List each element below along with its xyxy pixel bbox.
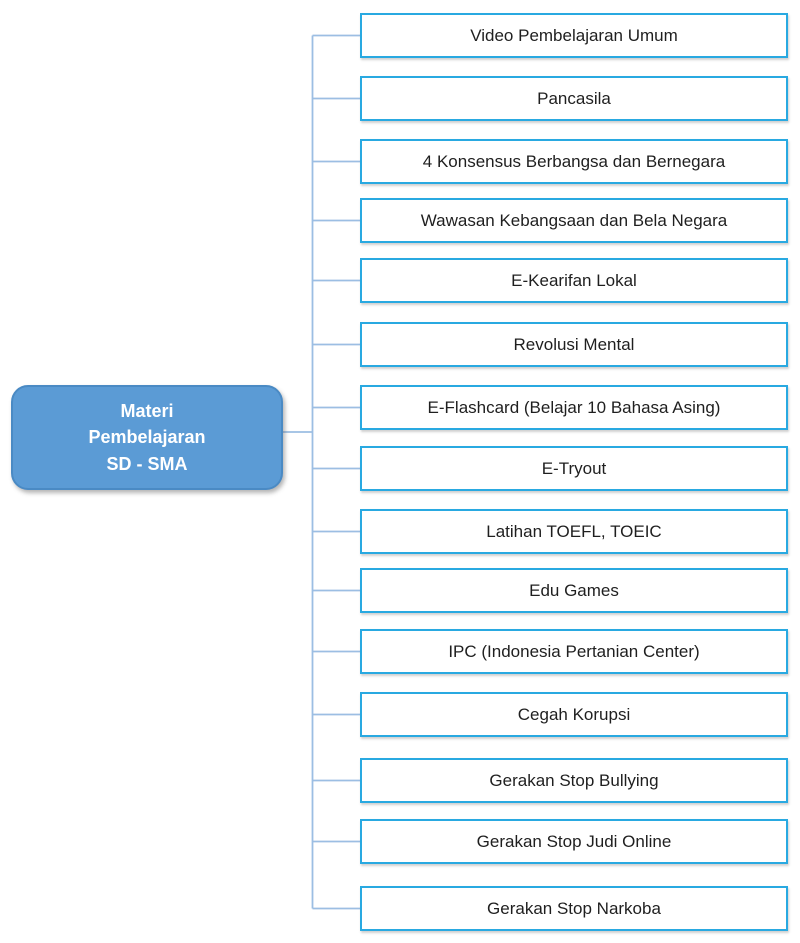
tree-node-label: Wawasan Kebangsaan dan Bela Negara [420, 210, 728, 230]
tree-node-label: Cegah Korupsi [517, 704, 631, 724]
tree-node: E-Tryout [360, 446, 788, 491]
tree-node: Latihan TOEFL, TOEIC [360, 509, 788, 554]
tree-node: Wawasan Kebangsaan dan Bela Negara [360, 198, 788, 243]
tree-node-label: 4 Konsensus Berbangsa dan Bernegara [422, 151, 726, 171]
tree-node-label: Gerakan Stop Narkoba [487, 898, 661, 918]
root-node: Materi Pembelajaran SD - SMA [11, 385, 283, 490]
tree-node-label: Pancasila [537, 88, 611, 108]
tree-node: E-Flashcard (Belajar 10 Bahasa Asing) [360, 385, 788, 430]
tree-node: Gerakan Stop Bullying [360, 758, 788, 803]
tree-node: Cegah Korupsi [360, 692, 788, 737]
tree-node-label: Latihan TOEFL, TOEIC [486, 521, 662, 541]
tree-node: Gerakan Stop Judi Online [360, 819, 788, 864]
tree-node: Video Pembelajaran Umum [360, 13, 788, 58]
tree-node-label: Gerakan Stop Bullying [489, 770, 659, 790]
tree-node-label: E-Tryout [541, 458, 607, 478]
tree-node-label: E-Kearifan Lokal [511, 270, 637, 290]
tree-node-label: Video Pembelajaran Umum [470, 25, 678, 45]
tree-node: Gerakan Stop Narkoba [360, 886, 788, 931]
root-node-label-line: SD - SMA [106, 453, 188, 474]
tree-node-label: IPC (Indonesia Pertanian Center) [448, 641, 700, 661]
tree-node: Pancasila [360, 76, 788, 121]
tree-node-label: Edu Games [529, 580, 619, 600]
tree-node-label: E-Flashcard (Belajar 10 Bahasa Asing) [427, 397, 721, 417]
root-node-label-line: Materi [120, 401, 174, 422]
tree-node-label: Gerakan Stop Judi Online [476, 831, 672, 851]
tree-node: IPC (Indonesia Pertanian Center) [360, 629, 788, 674]
tree-node: Revolusi Mental [360, 322, 788, 367]
tree-node: 4 Konsensus Berbangsa dan Bernegara [360, 139, 788, 184]
tree-node: Edu Games [360, 568, 788, 613]
root-node-label-line: Pembelajaran [88, 427, 206, 448]
tree-node: E-Kearifan Lokal [360, 258, 788, 303]
tree-node-label: Revolusi Mental [513, 334, 635, 354]
